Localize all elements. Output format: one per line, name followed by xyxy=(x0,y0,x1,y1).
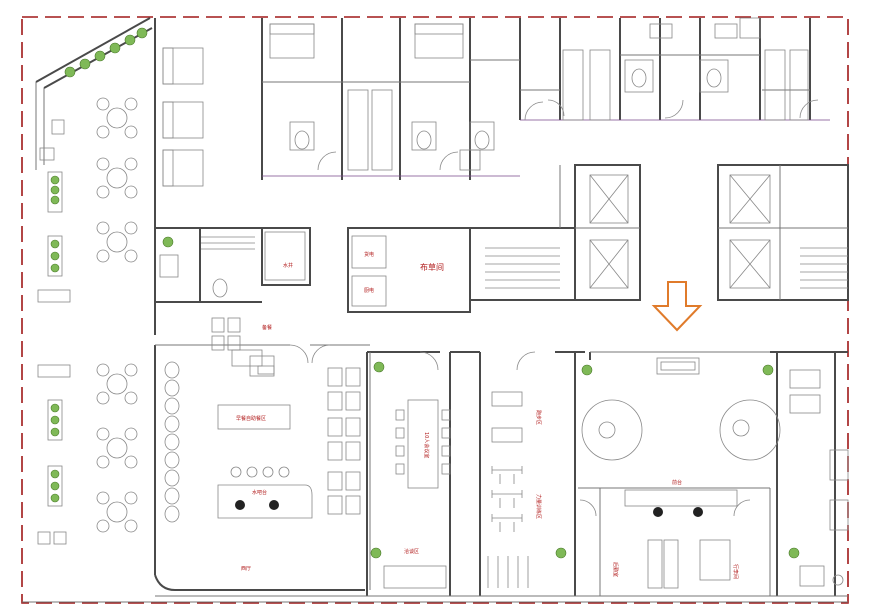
direction-arrow-icon xyxy=(651,281,703,332)
label-front-desk: 前台 xyxy=(672,479,682,486)
site-boundary xyxy=(21,16,849,604)
label-luggage-room: 行李间 xyxy=(732,564,739,579)
label-back-office: 后勤室 xyxy=(612,562,619,577)
label-fitness-zone: 力量训练区 xyxy=(535,494,542,519)
treadmill-icon xyxy=(491,391,523,443)
toilet-icon xyxy=(289,23,738,151)
label-breakfast-buffet: 早餐自助餐区 xyxy=(236,415,266,422)
label-pantry: 备餐 xyxy=(262,324,272,331)
ground-public-floor xyxy=(22,281,849,603)
label-elevator-a: 货电 xyxy=(364,251,374,258)
label-water-bar: 水吧台 xyxy=(252,489,267,496)
room-labels: 布草间 货电 厨电 水井 备餐 早餐自助餐区 水吧台 西厅 10人会议室 洽谈区… xyxy=(236,251,739,579)
label-meeting-room: 10人会议室 xyxy=(423,432,430,458)
label-negotiation-area: 洽谈区 xyxy=(404,548,419,555)
bed-icon xyxy=(162,23,464,187)
chair-icon xyxy=(164,317,361,523)
label-restaurant: 西厅 xyxy=(241,566,251,572)
terrace xyxy=(35,17,800,559)
plant-icon xyxy=(50,27,800,559)
label-running-zone: 跑步区 xyxy=(535,410,542,425)
label-linen-room: 布草间 xyxy=(420,262,444,272)
label-water-well: 水井 xyxy=(283,262,293,269)
chair-icon xyxy=(96,97,138,533)
label-elevator-b: 厨电 xyxy=(364,287,374,294)
guest-rooms xyxy=(154,17,830,335)
dumbbell-icon xyxy=(487,466,529,588)
service-core xyxy=(155,164,849,313)
chair-icon xyxy=(235,500,703,517)
